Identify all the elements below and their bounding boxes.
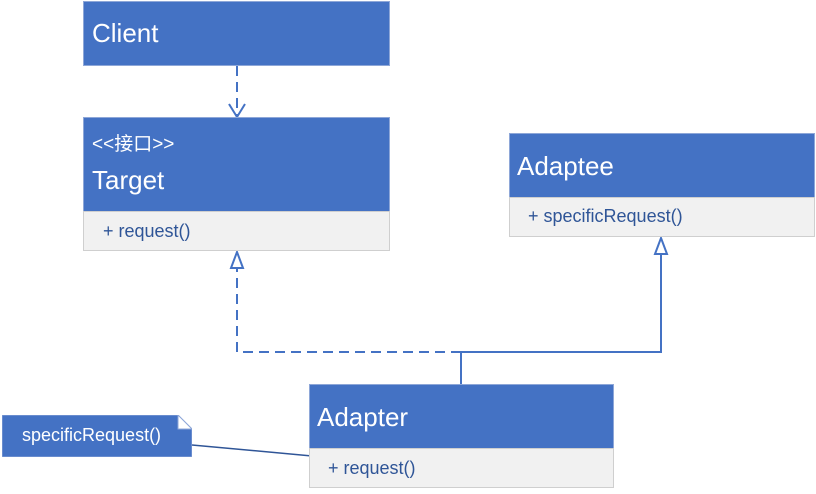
realization-arrowhead [229, 249, 245, 269]
target-methods: + request() [83, 211, 390, 251]
note-shape [2, 415, 192, 457]
adapter-class[interactable]: Adapter [309, 384, 614, 449]
target-stereotype: <<接口>> [92, 134, 175, 155]
adaptee-method-specific-request: + specificRequest() [528, 206, 683, 226]
note-text: specificRequest() [22, 425, 162, 445]
adapter-methods: + request() [309, 448, 614, 488]
adaptee-class-name: Adaptee [517, 151, 614, 181]
generalization-arrowhead [653, 235, 669, 255]
adapter-method-request: + request() [328, 458, 416, 478]
client-class-name: Client [92, 18, 159, 48]
adaptee-class[interactable]: Adaptee [509, 133, 815, 198]
adapter-target-realization-line [236, 268, 461, 353]
adaptee-methods: + specificRequest() [509, 197, 815, 237]
target-method-request: + request() [103, 221, 191, 241]
note-connector-line [191, 444, 313, 457]
target-interface[interactable]: <<接口>> Target [83, 117, 390, 212]
adapter-adaptee-generalization-line [461, 254, 662, 353]
client-class[interactable]: Client [83, 1, 390, 66]
adapter-class-name: Adapter [317, 402, 409, 432]
target-interface-name: Target [92, 165, 165, 195]
code-note[interactable]: specificRequest() [2, 415, 192, 457]
